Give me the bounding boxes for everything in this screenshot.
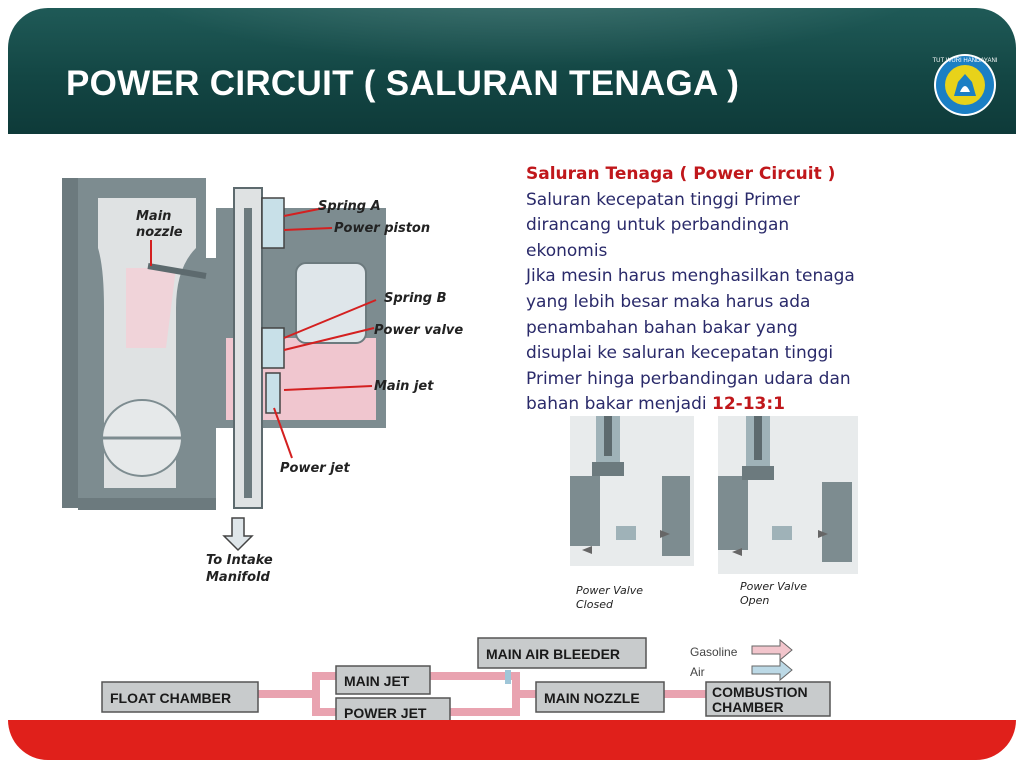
logo-text: TUT WURI HANDAYANI xyxy=(932,58,997,64)
label-power-valve: Power valve xyxy=(374,323,463,338)
air-fuel-ratio: 12-13:1 xyxy=(712,394,785,415)
valve-closed-diagram: Power Valve Closed xyxy=(570,416,694,611)
legend-gasoline-arrow xyxy=(751,638,793,662)
description-text: Saluran Tenaga ( Power Circuit ) Saluran… xyxy=(526,162,956,418)
label-intake-2: Manifold xyxy=(206,570,270,585)
legend-air-arrow xyxy=(751,658,793,682)
valve-open-diagram: Power Valve Open xyxy=(718,416,858,607)
label-spring-a: Spring A xyxy=(318,199,381,214)
flow-float-chamber: FLOAT CHAMBER xyxy=(110,690,231,706)
box-main-jet: MAIN JET xyxy=(335,665,431,695)
description-line-last: bahan bakar menjadi 12-13:1 xyxy=(526,392,956,418)
power-valve-states: Power Valve Closed Power Valve Open xyxy=(570,416,858,611)
label-main-nozzle-2: nozzle xyxy=(136,225,183,240)
valve-open-label-1: Power Valve xyxy=(740,580,807,593)
flow-main-air-bleeder: MAIN AIR BLEEDER xyxy=(486,646,620,662)
carburetor-diagram: Main nozzle Spring A Power piston Spring… xyxy=(62,178,463,585)
flow-diagram: FLOAT CHAMBER MAIN JET POWER JET MAIN AI… xyxy=(96,632,840,728)
legend-air: Air xyxy=(690,665,705,679)
description-line: dirancang untuk perbandingan xyxy=(526,215,790,236)
label-main-jet: Main jet xyxy=(374,379,434,394)
banner-sheen xyxy=(8,8,1016,134)
description-last-prefix: bahan bakar menjadi xyxy=(526,394,712,415)
box-main-air-bleeder: MAIN AIR BLEEDER xyxy=(477,637,647,669)
description-line: Saluran kecepatan tinggi Primer xyxy=(526,189,800,210)
box-main-nozzle: MAIN NOZZLE xyxy=(535,681,665,713)
footer-bar xyxy=(8,720,1016,760)
valve-closed-label-2: Closed xyxy=(576,598,614,611)
label-intake-1: To Intake xyxy=(206,553,273,568)
description-line: Jika mesin harus menghasilkan tenaga xyxy=(526,266,855,287)
description-line: Primer hinga perbandingan udara dan xyxy=(526,368,851,389)
description-line: yang lebih besar maka harus ada xyxy=(526,291,811,312)
box-combustion-chamber: COMBUSTION CHAMBER xyxy=(705,681,831,717)
flow-main-nozzle: MAIN NOZZLE xyxy=(544,690,640,706)
flow-combustion-2: CHAMBER xyxy=(712,699,784,715)
slide-title: POWER CIRCUIT ( SALURAN TENAGA ) xyxy=(66,64,740,103)
box-float-chamber: FLOAT CHAMBER xyxy=(101,681,259,713)
flow-main-jet: MAIN JET xyxy=(344,673,410,689)
flow-power-jet: POWER JET xyxy=(344,705,427,721)
flow-combustion-1: COMBUSTION xyxy=(712,684,808,700)
description-heading: Saluran Tenaga ( Power Circuit ) xyxy=(526,164,836,184)
title-banner: POWER CIRCUIT ( SALURAN TENAGA ) TUT WUR… xyxy=(8,8,1016,134)
label-main-nozzle-1: Main xyxy=(136,209,171,224)
valve-closed-label-1: Power Valve xyxy=(576,584,643,597)
label-power-jet: Power jet xyxy=(280,461,350,476)
tut-wuri-handayani-logo: TUT WURI HANDAYANI xyxy=(932,54,998,116)
description-line: ekonomis xyxy=(526,240,608,261)
description-line: penambahan bahan bakar yang xyxy=(526,317,798,338)
label-spring-b: Spring B xyxy=(384,291,447,306)
valve-open-label-2: Open xyxy=(740,594,769,607)
legend-gasoline: Gasoline xyxy=(690,645,738,659)
description-line: disuplai ke saluran kecepatan tinggi xyxy=(526,343,834,364)
label-power-piston: Power piston xyxy=(334,221,430,236)
